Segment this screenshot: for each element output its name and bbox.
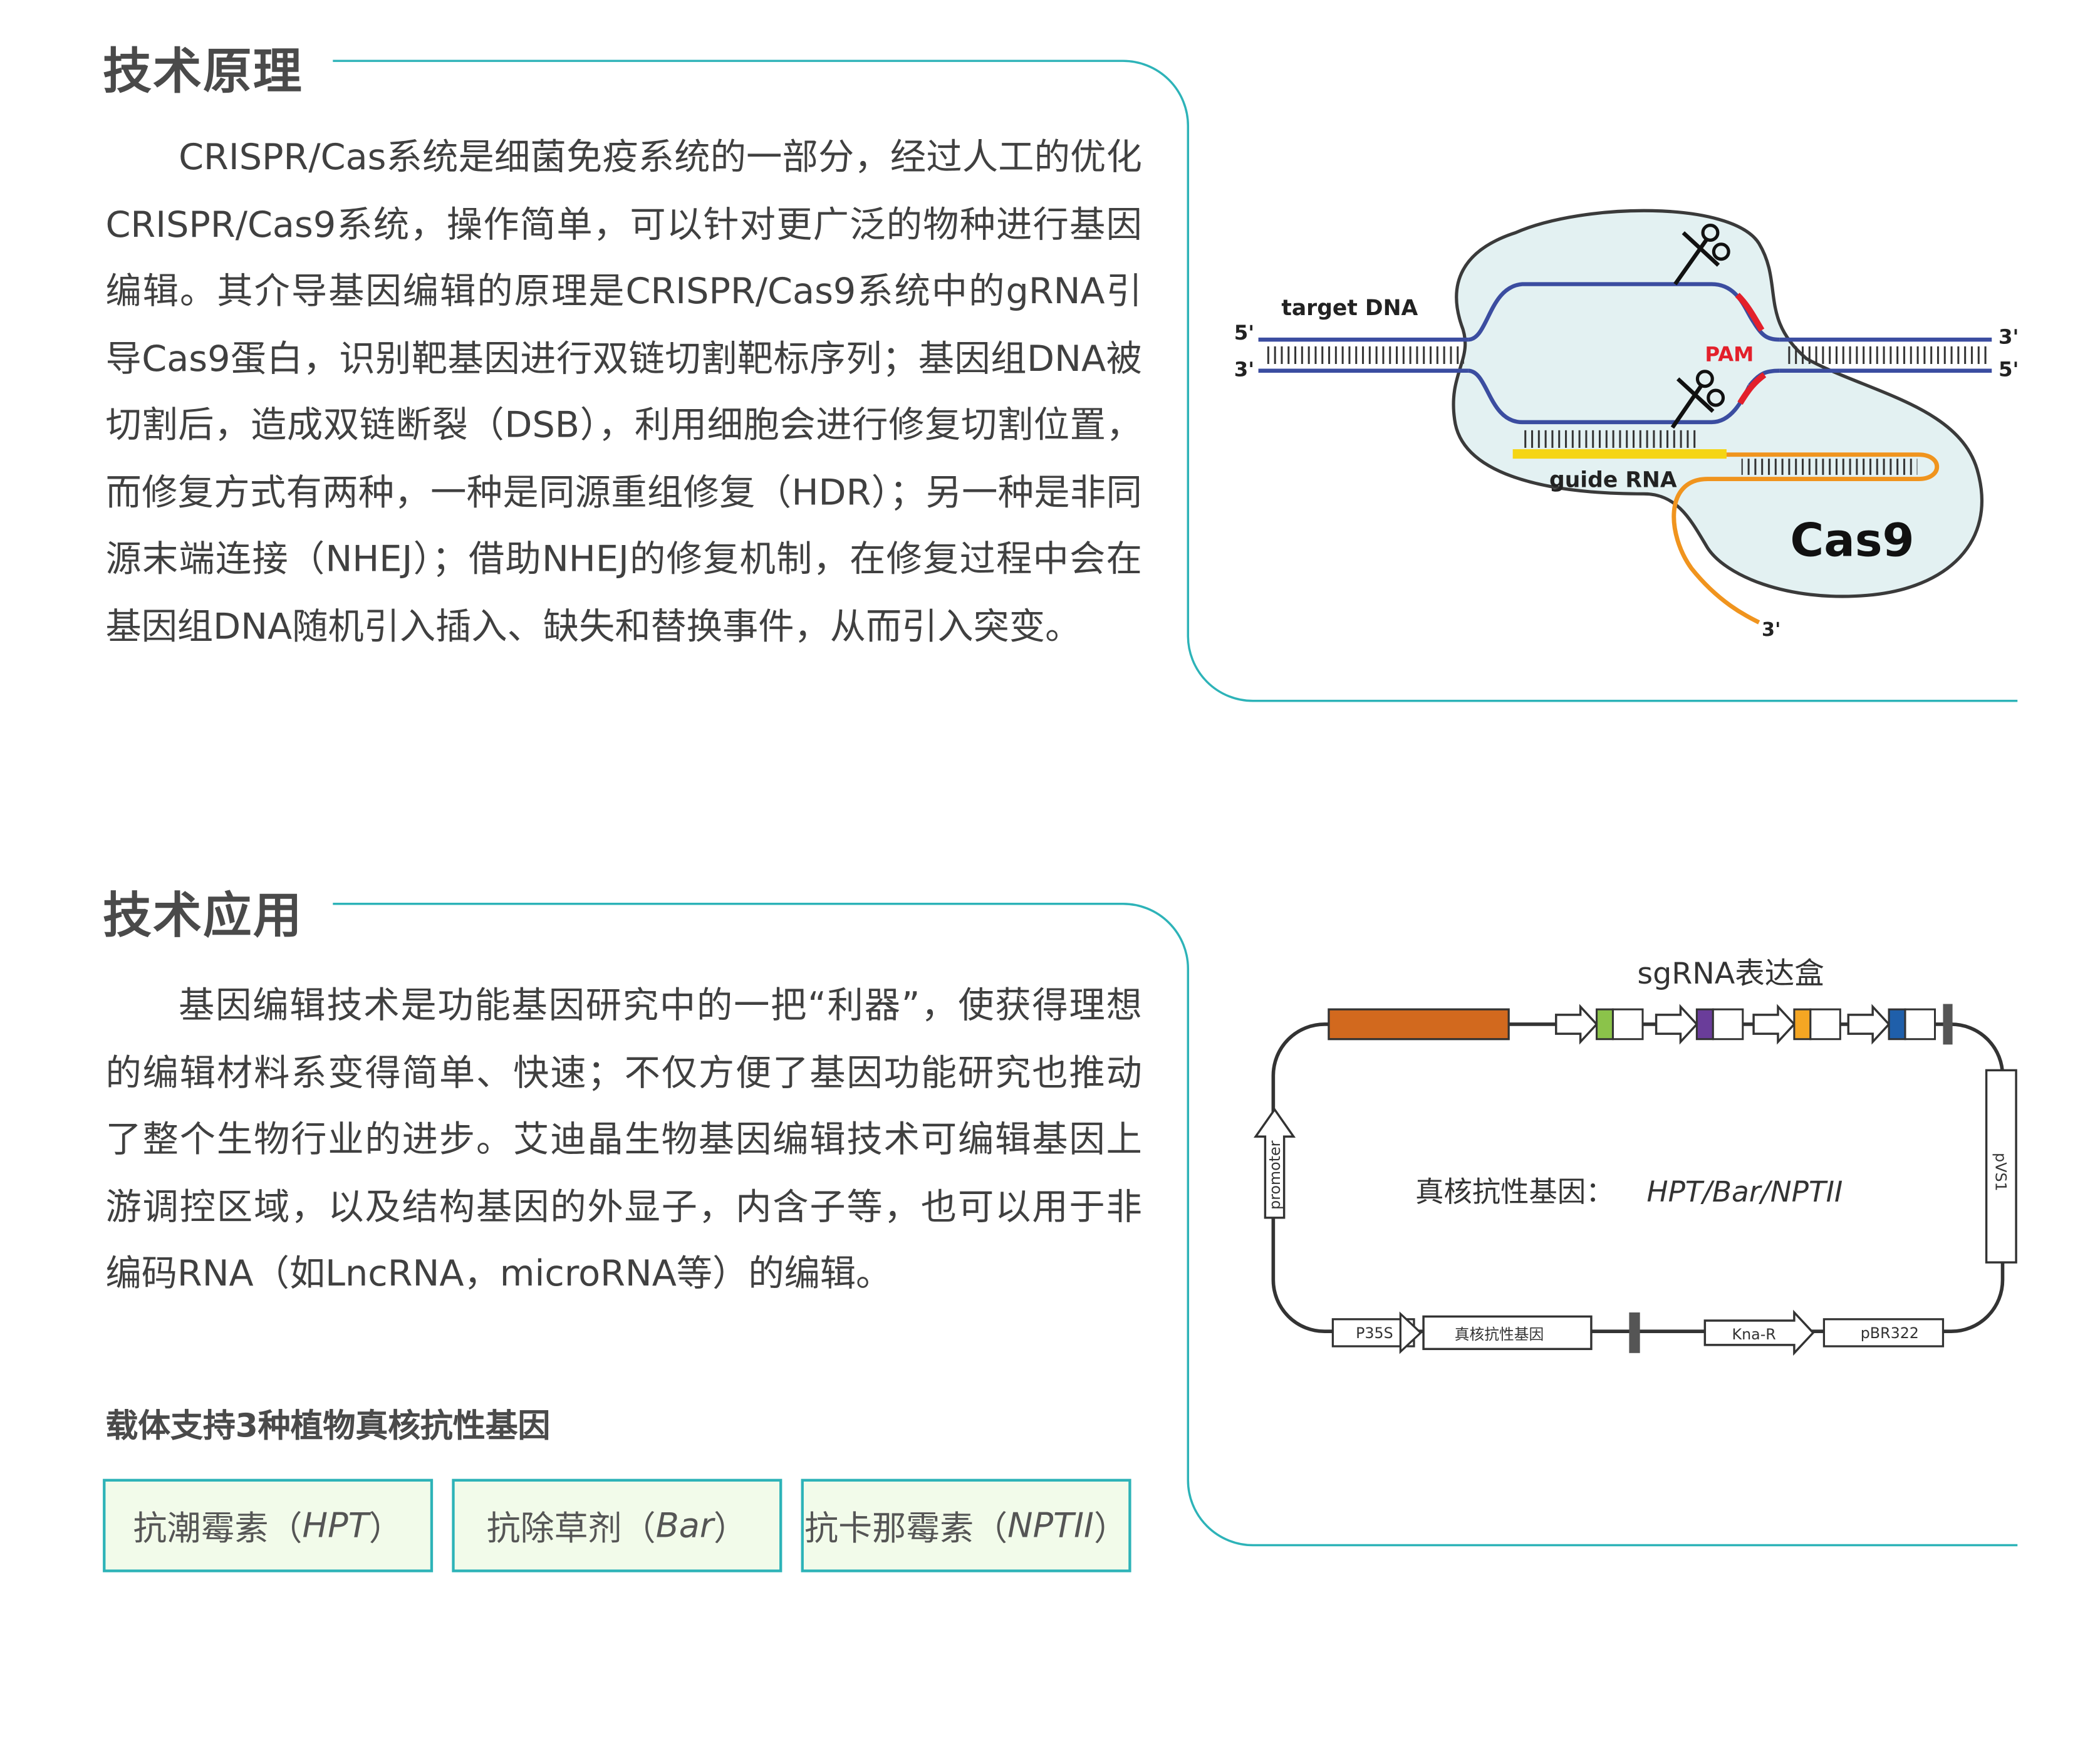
label-5prime-right: 5' (1999, 357, 2019, 381)
resistance-gene-box (1422, 1315, 1593, 1351)
crispr-diagram: target DNA 5' 3' 3' 5' PAM guide RNA Cas… (1234, 209, 2019, 641)
dna-base-pairs-right (1786, 346, 1989, 364)
pvs1-box (1985, 1069, 2017, 1264)
scissors-bottom-icon (1670, 370, 1725, 429)
promoter-arrow (1253, 1108, 1296, 1219)
tag-bar-gene: Bar (655, 1505, 714, 1545)
section1-frame (333, 60, 2018, 702)
tag-hpt-prefix: 抗潮霉素（ (133, 1508, 303, 1547)
label-center-prefix: 真核抗性基因： (1415, 1175, 1614, 1208)
sgrna-unit-purple (1655, 1004, 1744, 1045)
label-cas9: Cas9 (1790, 514, 1914, 568)
label-kna-r: Kna-R (1732, 1326, 1776, 1343)
label-pam: PAM (1705, 343, 1754, 366)
label-center-genes: HPT/Bar/NPTII (1646, 1175, 1843, 1208)
tag-nptii-gene: NPTII (1007, 1505, 1094, 1545)
vector-block-orange (1328, 1008, 1510, 1041)
pbr322-box (1822, 1318, 1945, 1348)
section1-title: 技术原理 (103, 44, 303, 100)
tag-bar: 抗除草剂（Bar） (452, 1478, 782, 1572)
tag-hpt: 抗潮霉素（HPT） (103, 1478, 434, 1572)
terminator-bottom (1629, 1312, 1640, 1353)
section2-title: 技术应用 (103, 888, 303, 945)
section1-paragraph: CRISPR/Cas系统是细菌免疫系统的一部分，经过人工的优化CRISPR/Ca… (105, 125, 1141, 660)
tracr-ticks (1741, 459, 1918, 475)
kna-r-arrow (1703, 1309, 1815, 1356)
label-target-dna: target DNA (1281, 296, 1418, 321)
sgrna-unit-orange (1752, 1004, 1841, 1045)
tag-bar-suffix: ） (714, 1508, 748, 1547)
guide-pairing-ticks (1520, 430, 1700, 448)
tag-bar-prefix: 抗除草剂（ (486, 1508, 656, 1547)
vector-map: promoter pVS1 P35S 真核抗性基因 Kna-R pBR322 s… (1253, 957, 2017, 1356)
tag-nptii-prefix: 抗卡那霉素（ (804, 1508, 1008, 1547)
dna-base-pairs-left (1264, 346, 1464, 364)
vector-backbone (1271, 1022, 2005, 1334)
label-sgrna-cassette: sgRNA表达盒 (1637, 957, 1824, 991)
label-resistance-gene: 真核抗性基因 (1455, 1326, 1544, 1343)
tag-nptii: 抗卡那霉素（NPTII） (801, 1478, 1131, 1572)
scissors-top-icon (1673, 224, 1730, 286)
tag-nptii-suffix: ） (1093, 1508, 1128, 1547)
label-3prime-left: 3' (1234, 357, 1254, 381)
label-promoter: promoter (1266, 1140, 1284, 1209)
p35s-arrow-tip (1399, 1311, 1423, 1354)
tag-hpt-suffix: ） (368, 1508, 403, 1547)
sgrna-unit-green (1555, 1004, 1644, 1045)
tag-hpt-gene: HPT (302, 1505, 369, 1545)
section1-text: CRISPR/Cas系统是细菌免疫系统的一部分，经过人工的优化CRISPR/Ca… (105, 137, 1142, 648)
label-3prime-right: 3' (1999, 325, 2019, 349)
label-p35s: P35S (1356, 1324, 1393, 1342)
label-pbr322: pBR322 (1861, 1324, 1919, 1342)
section2-text: 基因编辑技术是功能基因研究中的一把“利器”，使获得理想的编辑材料系变得简单、快速… (105, 985, 1142, 1295)
pam-top (1735, 293, 1765, 332)
sgrna-unit-blue (1847, 1004, 1936, 1045)
section2-paragraph: 基因编辑技术是功能基因研究中的一把“利器”，使获得理想的编辑材料系变得简单、快速… (105, 973, 1141, 1308)
label-guide-rna: guide RNA (1549, 468, 1677, 493)
label-pvs1: pVS1 (1992, 1153, 2010, 1192)
section2-subtitle: 载体支持3种植物真核抗性基因 (105, 1407, 551, 1445)
pam-bottom (1737, 372, 1767, 405)
label-5prime-left: 5' (1234, 321, 1254, 345)
tracr-rna (1671, 452, 1939, 625)
guide-rna-bar (1512, 449, 1727, 459)
label-3prime-tail: 3' (1762, 619, 1780, 641)
terminator-top (1943, 1004, 1953, 1045)
section2-frame (333, 903, 2018, 1547)
